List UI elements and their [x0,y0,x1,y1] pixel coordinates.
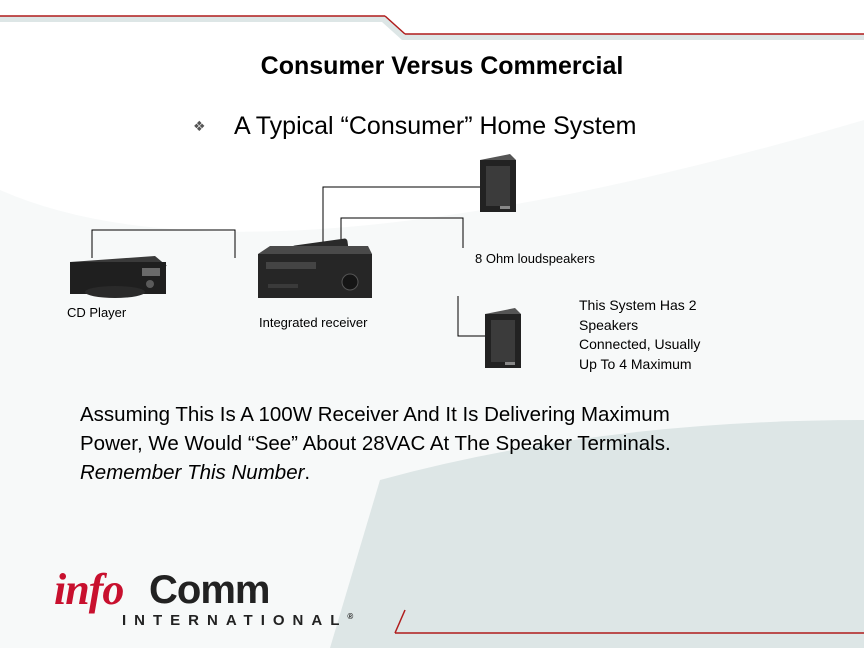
diamond-bullet-icon: ❖ [193,118,206,134]
note-line: This System Has 2 [579,297,697,313]
note-line: Speakers [579,316,639,333]
system-note: This System Has 2 Speakers Connected, Us… [579,296,700,374]
wires [91,186,485,337]
receiver-image [258,238,372,298]
paragraph-line-1: Assuming This Is A 100W Receiver And It … [80,403,670,426]
speaker-bottom-image [485,308,521,368]
cd-player-image [70,256,167,298]
body-paragraph: Assuming This Is A 100W Receiver And It … [80,400,840,487]
paragraph-period: . [304,461,311,484]
speaker-top-image [480,154,516,212]
note-line: Up To 4 Maximum [579,355,692,372]
paragraph-emphasis: Remember This Number [80,461,305,484]
bullet-heading: A Typical “Consumer” Home System [234,112,637,140]
slide-title: Consumer Versus Commercial [260,52,624,80]
receiver-label: Integrated receiver [259,315,368,330]
logo-info-text: info [54,565,124,614]
paragraph-line-3: Remember This Number. [80,458,840,487]
registered-mark: ® [347,612,354,621]
speakers-label: 8 Ohm loudspeakers [475,251,595,266]
note-line: Connected, Usually [579,336,701,352]
logo-international-text: INTERNATIONAL® [122,612,354,629]
cd-player-label: CD Player [67,305,127,320]
logo-comm-text: Comm [149,568,270,612]
paragraph-line-2: Power, We Would “See” About 28VAC At The… [80,432,671,455]
infocomm-logo: info Comm INTERNATIONAL® [52,565,353,636]
